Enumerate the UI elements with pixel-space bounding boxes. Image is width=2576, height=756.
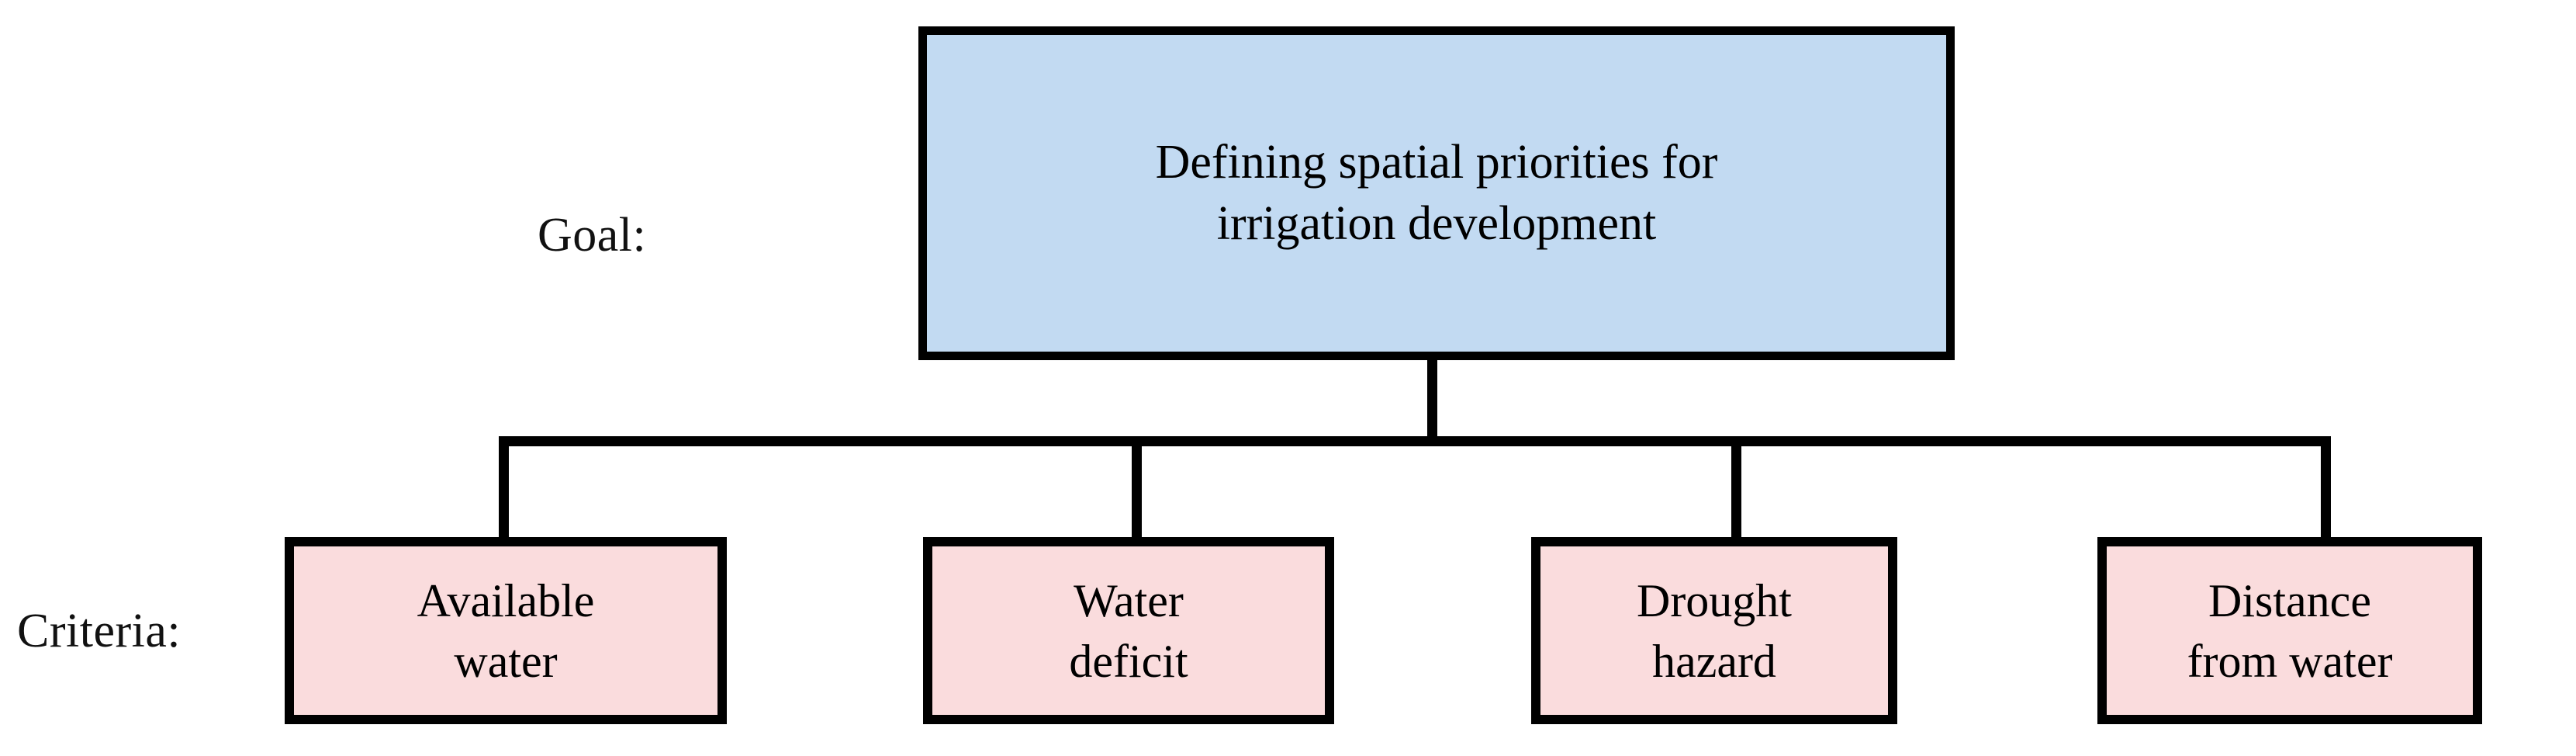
criteria-node-label: Drought hazard [1540,570,1888,692]
criteria-node-label: Available water [294,570,717,692]
criteria-node-line-1: Distance [2208,574,2371,626]
criteria-node-line-2: from water [2187,635,2393,687]
criteria-node-line-1: Drought [1637,574,1792,626]
connector-goal-stem [1427,359,1437,446]
connector-drop-drought-hazard [1731,436,1741,542]
criteria-node-distance-from-water[interactable]: Distance from water [2097,537,2482,724]
criteria-row-label: Criteria: [17,605,182,657]
goal-node-line-2: irrigation development [1216,197,1657,250]
criteria-node-label: Water deficit [932,570,1325,692]
connector-horizontal-bus [499,436,2331,446]
connector-drop-available-water [499,436,509,542]
criteria-node-available-water[interactable]: Available water [285,537,727,724]
goal-row-label: Goal: [538,209,647,262]
criteria-node-line-2: deficit [1069,635,1188,687]
goal-node[interactable]: Defining spatial priorities for irrigatio… [918,26,1955,360]
goal-node-label: Defining spatial priorities for irrigatio… [927,132,1946,255]
goal-node-line-1: Defining spatial priorities for [1155,135,1718,189]
criteria-node-drought-hazard[interactable]: Drought hazard [1531,537,1897,724]
criteria-node-line-2: water [454,635,558,687]
criteria-node-line-1: Water [1074,574,1184,626]
criteria-node-water-deficit[interactable]: Water deficit [923,537,1334,724]
connector-drop-distance-from-water [2321,436,2331,542]
criteria-node-line-2: hazard [1652,635,1776,687]
connector-drop-water-deficit [1132,436,1142,542]
criteria-node-line-1: Available [417,574,595,626]
criteria-node-label: Distance from water [2107,570,2473,692]
